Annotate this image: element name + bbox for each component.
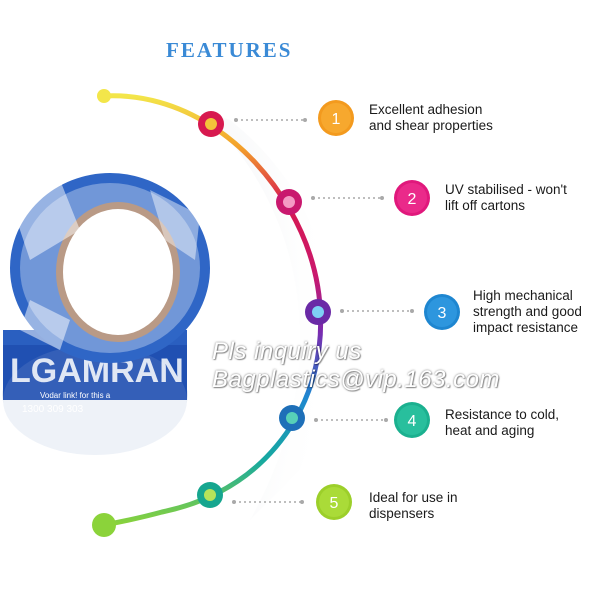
feature-text-3: High mechanical strength and good impact… bbox=[473, 288, 582, 336]
watermark-line-2: Bagplastics@vip.163.com bbox=[212, 366, 500, 393]
feature-1-line-1: Excellent adhesion bbox=[369, 102, 483, 117]
svg-text:2: 2 bbox=[408, 191, 417, 208]
tape-print-slogan: Vodar link! for this a bbox=[40, 391, 111, 400]
arc-node-1 bbox=[198, 111, 224, 137]
feature-badge-3: 3 bbox=[424, 294, 460, 330]
feature-text-2: UV stabilised - won't lift off cartons bbox=[445, 182, 567, 214]
feature-1-line-2: and shear properties bbox=[369, 118, 493, 133]
features-arc bbox=[101, 93, 324, 528]
watermark-line-1: Pls inquiry us bbox=[212, 338, 362, 365]
feature-2-line-1: UV stabilised - won't bbox=[445, 182, 567, 197]
feature-5-line-1: Ideal for use in bbox=[369, 490, 458, 505]
svg-text:4: 4 bbox=[408, 413, 417, 430]
connector-end-dots bbox=[232, 118, 414, 504]
feature-2-line-2: lift off cartons bbox=[445, 198, 526, 213]
feature-4-line-1: Resistance to cold, bbox=[445, 407, 560, 422]
svg-text:3: 3 bbox=[438, 305, 447, 322]
arc-node-4 bbox=[279, 405, 305, 431]
tape-print-phone: 1300 309 303 bbox=[22, 404, 84, 415]
feature-badge-2: 2 bbox=[394, 180, 430, 216]
svg-text:1: 1 bbox=[332, 111, 341, 128]
tape-roll-image: LGAMRAN 1300 309 303 Vodar link! for thi… bbox=[2, 173, 210, 455]
feature-text-1: Excellent adhesion and shear properties bbox=[369, 102, 493, 134]
feature-badge-5: 5 bbox=[316, 484, 352, 520]
feature-text-4: Resistance to cold, heat and aging bbox=[445, 407, 559, 439]
arc-start-dot bbox=[97, 89, 111, 103]
feature-3-line-3: impact resistance bbox=[473, 320, 579, 335]
feature-badge-1: 1 bbox=[318, 100, 354, 136]
feature-5-line-2: dispensers bbox=[369, 506, 435, 521]
page-title: FEATURES bbox=[166, 38, 293, 62]
feature-badge-4: 4 bbox=[394, 402, 430, 438]
svg-text:5: 5 bbox=[330, 495, 339, 512]
arc-node-2 bbox=[276, 189, 302, 215]
feature-4-line-2: heat and aging bbox=[445, 423, 535, 438]
feature-3-line-1: High mechanical bbox=[473, 288, 573, 303]
arc-node-5 bbox=[197, 482, 223, 508]
arc-node-3 bbox=[305, 299, 331, 325]
feature-3-line-2: strength and good bbox=[473, 304, 582, 319]
arc-end-dot bbox=[92, 513, 116, 537]
connector-lines bbox=[234, 119, 412, 503]
feature-text-5: Ideal for use in dispensers bbox=[369, 490, 458, 522]
